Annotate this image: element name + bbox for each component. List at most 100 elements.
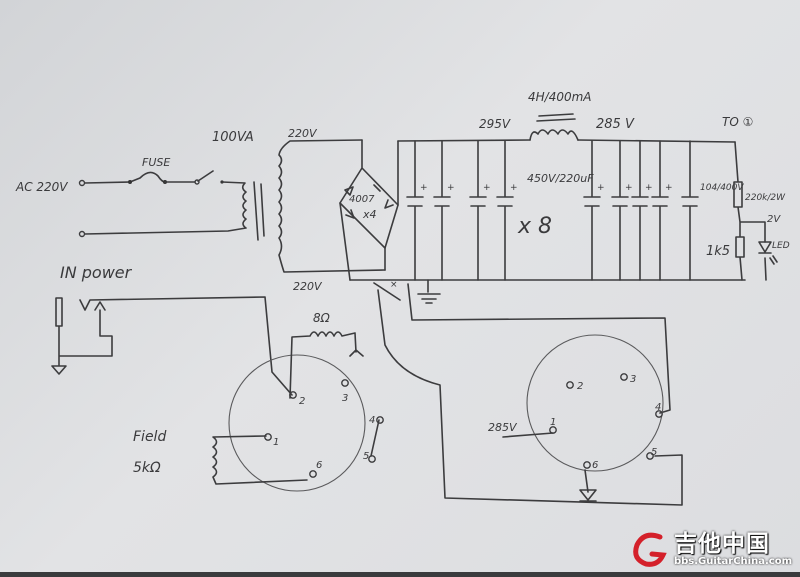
socket-pin-4: 4 bbox=[655, 402, 663, 418]
svg-text:3: 3 bbox=[630, 374, 636, 385]
socket-pin-3: 3 bbox=[341, 379, 349, 404]
watermark: 吉他中国 bbs.GuitarChina.com bbox=[630, 529, 792, 569]
svg-text:2: 2 bbox=[299, 396, 305, 407]
svg-text:5: 5 bbox=[651, 447, 657, 458]
socket-outline bbox=[526, 334, 664, 472]
hv-rail-post-choke bbox=[577, 139, 736, 143]
socket-pin-2: 2 bbox=[566, 381, 583, 392]
electrolytic-capacitor: + bbox=[433, 140, 455, 281]
svg-text:1: 1 bbox=[273, 437, 279, 448]
svg-text:+: + bbox=[483, 183, 491, 193]
socket-pin-4: 4 bbox=[369, 415, 384, 426]
field-coil-wiring bbox=[212, 419, 380, 485]
field-resistance-label: 5kΩ bbox=[133, 460, 161, 476]
transformer-secondary bbox=[278, 139, 386, 273]
socket-pin-1: 1 bbox=[264, 433, 279, 448]
voltage-post-choke-label: 285 V bbox=[596, 117, 635, 132]
svg-text:+: + bbox=[447, 183, 455, 193]
ac-terminal-neutral bbox=[78, 230, 86, 238]
svg-text:+: + bbox=[625, 183, 633, 193]
electrolytic-capacitor: + bbox=[469, 140, 491, 281]
svg-text:1: 1 bbox=[550, 417, 556, 428]
svg-text:+: + bbox=[510, 183, 518, 193]
ac-input-label: AC 220V bbox=[15, 180, 68, 194]
socket-pin-5: 5 bbox=[363, 451, 376, 463]
choke-label: 4H/400mA bbox=[528, 90, 592, 104]
svg-text:2: 2 bbox=[577, 381, 583, 392]
svg-text:4: 4 bbox=[369, 415, 375, 426]
svg-text:+: + bbox=[665, 183, 673, 193]
led-icon bbox=[758, 241, 778, 265]
svg-text:5: 5 bbox=[363, 451, 369, 462]
diode-icon bbox=[579, 489, 597, 502]
to-label: TO ① bbox=[722, 115, 753, 129]
in-power-label: IN power bbox=[60, 263, 133, 282]
electrolytic-capacitor: + bbox=[583, 140, 605, 281]
field-label: Field bbox=[133, 429, 166, 445]
electrolytic-capacitor: + bbox=[406, 140, 428, 281]
choke-coil bbox=[529, 129, 579, 141]
capacitor-rating-label: 450V/220uF bbox=[527, 172, 594, 185]
electrolytic-capacitor: + bbox=[651, 140, 673, 281]
transformer-core bbox=[253, 181, 265, 241]
led-label: LED bbox=[772, 241, 790, 251]
svg-text:+: + bbox=[420, 183, 428, 193]
choke-core bbox=[536, 113, 576, 122]
hv-rail-pre-choke bbox=[397, 139, 531, 142]
resistor-bottom-label: 1k5 bbox=[706, 244, 730, 259]
transformer-primary bbox=[84, 181, 247, 235]
wire bbox=[373, 282, 671, 414]
ac-terminal-live bbox=[78, 179, 86, 187]
rectifier-section: 220V 220V 4007 x4 × bbox=[278, 127, 746, 414]
electrolytic-capacitor: + bbox=[631, 140, 653, 281]
ac-input-section: AC 220V FUSE 100VA bbox=[15, 130, 265, 241]
socket-pin-5: 5 bbox=[646, 447, 657, 460]
power-switch bbox=[197, 170, 214, 182]
socket-pin-2: 2 bbox=[289, 391, 305, 407]
guitarchina-logo-icon bbox=[633, 532, 667, 567]
wire bbox=[84, 181, 131, 184]
crossing-mark: × bbox=[390, 280, 398, 290]
socket-pin-6: 6 bbox=[309, 460, 322, 478]
capacitor-count-label: x 8 bbox=[517, 214, 552, 239]
rectifier-wiring bbox=[377, 289, 683, 506]
socket-pin-1: 1 bbox=[549, 417, 557, 434]
switch-contact bbox=[194, 179, 200, 185]
bridge-rectifier bbox=[339, 139, 399, 249]
fuse-label: FUSE bbox=[142, 156, 170, 169]
wire bbox=[339, 140, 399, 281]
input-jack bbox=[51, 296, 293, 396]
fuse-symbol bbox=[129, 171, 166, 183]
diode-icons bbox=[344, 184, 394, 219]
svg-text:4: 4 bbox=[655, 402, 661, 413]
rectifier-tube-socket: 285V 1 2 3 4 5 6 bbox=[377, 289, 683, 506]
svg-text:6: 6 bbox=[316, 460, 322, 471]
filter-section: 295V 4H/400mA 285 V TO ① ++++++++ 450V/2… bbox=[397, 90, 790, 281]
socket-pin-6: 6 bbox=[583, 460, 598, 471]
film-cap-label: 104/400V bbox=[700, 183, 744, 193]
svg-text:3: 3 bbox=[342, 393, 348, 404]
watermark-title: 吉他中国 bbox=[673, 530, 770, 557]
transformer-rating-label: 100VA bbox=[212, 130, 254, 145]
bottom-edge bbox=[0, 572, 800, 577]
filter-capacitors: + + + + + + + + bbox=[406, 140, 699, 281]
led-voltage-label: 2V bbox=[767, 214, 781, 225]
socket-outline bbox=[228, 354, 366, 492]
speaker-coil bbox=[289, 331, 364, 399]
resistor-top-label: 220k/2W bbox=[745, 193, 786, 203]
resistor-led-network bbox=[733, 141, 767, 281]
electrolytic-capacitor: + bbox=[496, 140, 518, 281]
secondary-top-label: 220V bbox=[288, 127, 318, 140]
socket-pin-3: 3 bbox=[620, 373, 636, 385]
ground-icon bbox=[417, 279, 441, 304]
bridge-count-label: x4 bbox=[362, 208, 377, 221]
right-socket-supply-label: 285V bbox=[488, 421, 518, 434]
film-capacitor bbox=[681, 140, 699, 281]
electrolytic-capacitor: + bbox=[611, 140, 633, 281]
svg-text:+: + bbox=[645, 183, 653, 193]
svg-text:+: + bbox=[597, 183, 605, 193]
input-jack-section: IN power bbox=[51, 263, 293, 396]
